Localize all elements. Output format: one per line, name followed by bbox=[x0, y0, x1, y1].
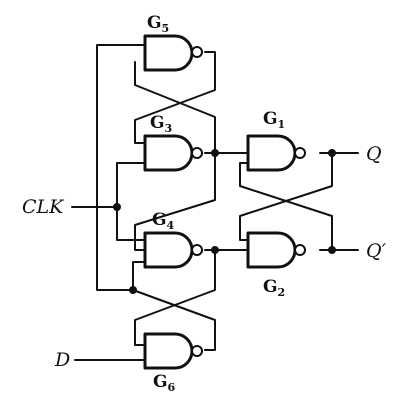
wire-g6-out bbox=[132, 261, 216, 351]
junction-g4-out bbox=[211, 246, 219, 254]
gate-label-g4: G4 bbox=[152, 210, 175, 232]
inversion-bubble bbox=[191, 147, 203, 159]
nand-icon bbox=[246, 134, 297, 172]
inversion-bubble bbox=[191, 244, 203, 256]
gate-label-g2: G2 bbox=[263, 277, 285, 299]
nand-icon bbox=[143, 231, 194, 269]
wire-g4-to-g6 bbox=[134, 249, 216, 346]
inversion-bubble bbox=[294, 244, 306, 256]
inversion-bubble bbox=[191, 46, 203, 58]
junction-q-bar bbox=[328, 246, 336, 254]
wire-g3-to-g4 bbox=[134, 152, 216, 251]
nand-gate-g1 bbox=[246, 134, 306, 172]
junctions bbox=[113, 149, 336, 294]
gate-label-g3: G3 bbox=[150, 113, 172, 135]
wire-g2-to-g1 bbox=[239, 162, 333, 251]
junction-q bbox=[328, 149, 336, 157]
nand-icon bbox=[143, 332, 194, 370]
gate-label-g5: G5 bbox=[147, 13, 169, 35]
wire-g1-to-g2 bbox=[239, 152, 333, 241]
nand-gate-g2 bbox=[246, 231, 306, 269]
clk-label: CLK bbox=[22, 196, 65, 218]
q-bar-label: Q′ bbox=[366, 240, 387, 262]
wire-g5-out bbox=[134, 51, 216, 144]
nand-icon bbox=[246, 231, 297, 269]
inversion-bubble bbox=[191, 345, 203, 357]
nand-gate-g5 bbox=[143, 34, 203, 72]
gate-label-g1: G1 bbox=[263, 109, 285, 131]
inversion-bubble bbox=[294, 147, 306, 159]
nand-icon bbox=[143, 134, 194, 172]
junction-clk bbox=[113, 203, 121, 211]
nand-gate-g6 bbox=[143, 332, 203, 370]
wire-g3-to-g5 bbox=[134, 61, 216, 154]
q-label: Q bbox=[366, 143, 382, 165]
wires bbox=[71, 44, 359, 361]
junction-g3-out bbox=[211, 149, 219, 157]
wire-outer-loop bbox=[96, 44, 146, 291]
nand-gate-g4 bbox=[143, 231, 203, 269]
d-label: D bbox=[54, 349, 70, 371]
nand-icon bbox=[143, 34, 194, 72]
gate-label-g6: G6 bbox=[153, 372, 176, 394]
junction-g4-feedback bbox=[129, 286, 137, 294]
nand-gate-g3 bbox=[143, 134, 203, 172]
wire-clk-to-g3 bbox=[116, 162, 146, 208]
